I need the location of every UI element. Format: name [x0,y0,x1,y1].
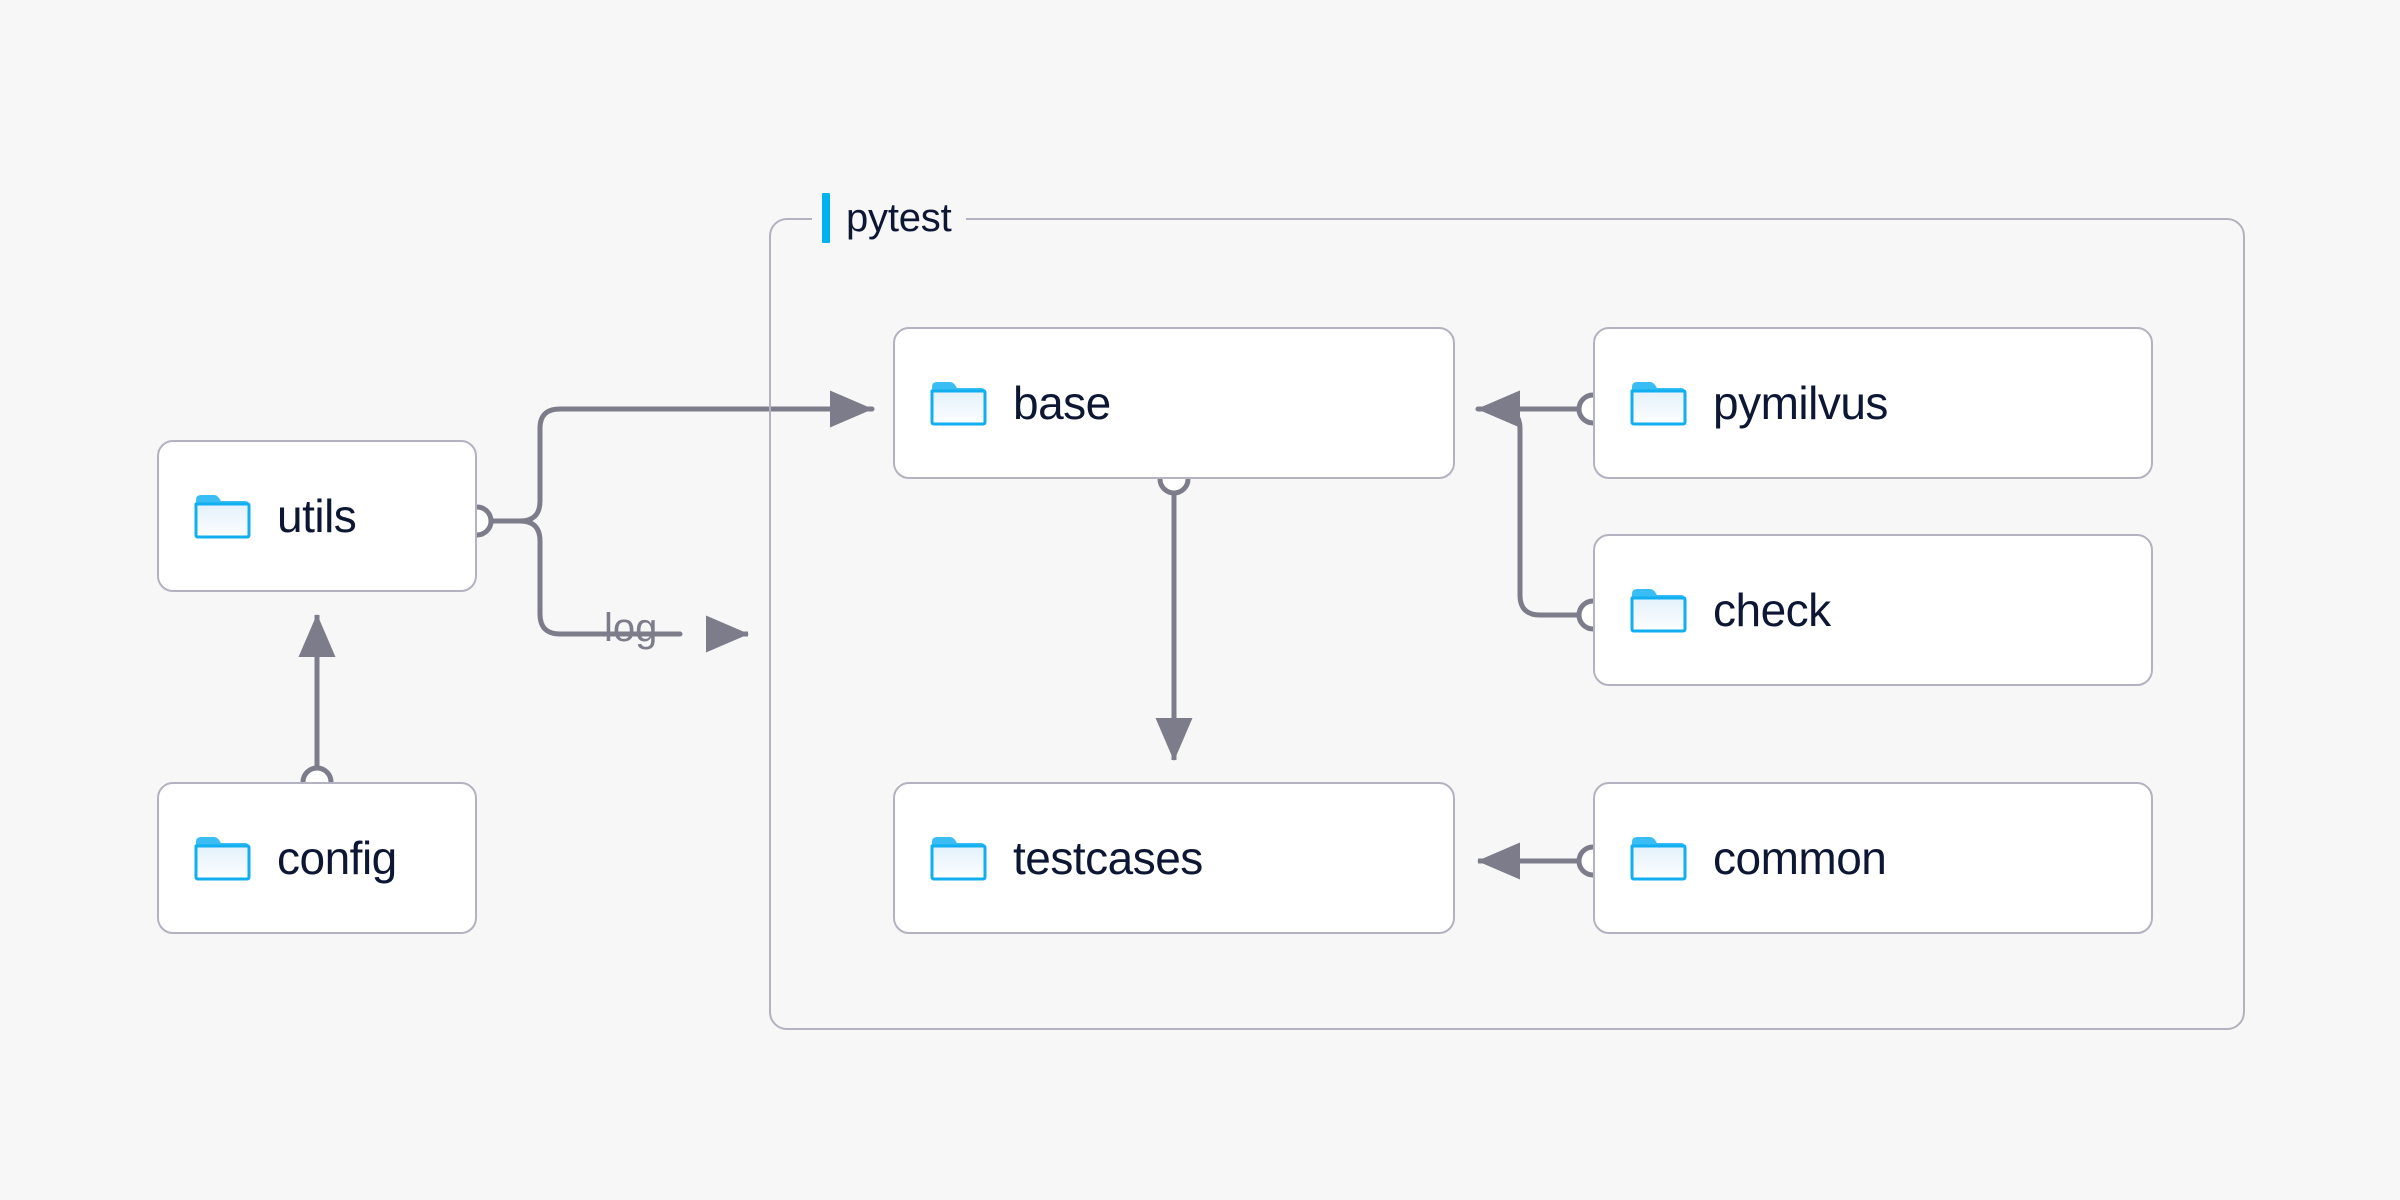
folder-icon [1630,382,1687,426]
node-config[interactable]: config [157,782,477,934]
pytest-group-label: pytest [812,190,966,246]
node-testcases[interactable]: testcases [893,782,1455,934]
accent-bar-icon [822,193,830,243]
node-label-testcases: testcases [1013,832,1203,884]
folder-icon [1630,837,1687,881]
folder-icon [930,837,987,881]
node-utils[interactable]: utils [157,440,477,592]
node-check[interactable]: check [1593,534,2153,686]
node-label-utils: utils [277,490,357,542]
node-label-base: base [1013,377,1111,429]
node-label-config: config [277,832,397,884]
folder-icon [1630,589,1687,633]
pytest-group-container[interactable] [769,218,2245,1030]
node-label-common: common [1713,832,1887,884]
group-label-text: pytest [846,195,952,240]
node-base[interactable]: base [893,327,1455,479]
edge-label-log: log [604,606,658,650]
node-label-check: check [1713,584,1831,636]
node-common[interactable]: common [1593,782,2153,934]
folder-icon [194,837,251,881]
node-pymilvus[interactable]: pymilvus [1593,327,2153,479]
folder-icon [194,495,251,539]
folder-icon [930,382,987,426]
node-label-pymilvus: pymilvus [1713,377,1888,429]
